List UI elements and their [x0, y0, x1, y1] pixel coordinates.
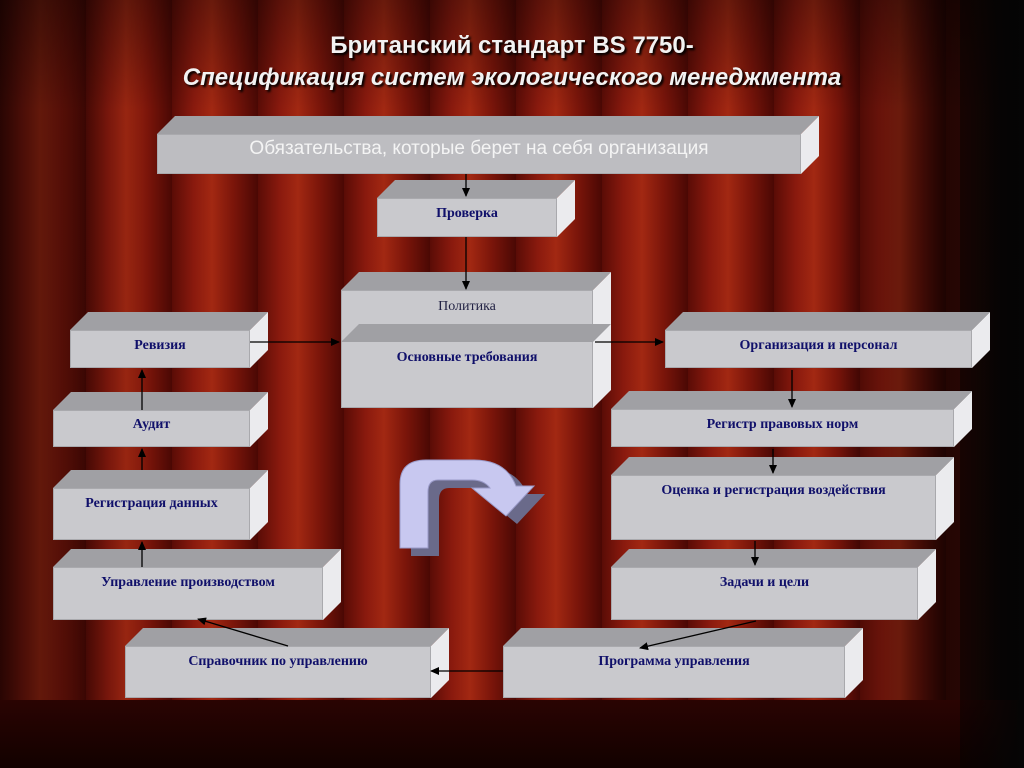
- box-check-label: Проверка: [436, 206, 498, 221]
- box-basic-requirements-label: Основные требования: [396, 350, 538, 365]
- box-goals-objectives-label: Задачи и цели: [719, 575, 810, 590]
- box-data-registration-label: Регистрация данных: [85, 496, 218, 511]
- box-revision-label: Ревизия: [134, 338, 186, 353]
- box-management-program-label: Программа управления: [598, 654, 750, 669]
- box-commitments-label: Обязательства, которые берет на себя орг…: [249, 138, 709, 159]
- box-organization-personnel-label: Организация и персонал: [739, 338, 898, 353]
- box-audit-label: Аудит: [132, 417, 171, 432]
- u-turn-arrow-icon: [399, 459, 545, 556]
- slide-subtitle: Спецификация систем экологического менед…: [182, 64, 842, 91]
- arrow-goals-to-program: [639, 620, 757, 651]
- box-legal-register-label: Регистр правовых норм: [706, 417, 859, 432]
- box-policy-label: Политика: [438, 299, 496, 314]
- box-impact-assessment-label: Оценка и регистрация воздействия: [661, 483, 886, 498]
- arrow-handbook-to-production: [197, 617, 289, 647]
- box-management-handbook-label: Справочник по управлению: [188, 654, 368, 669]
- right-shadow: [960, 0, 1024, 768]
- top-shade: [0, 0, 1024, 110]
- box-production-management-label: Управление производством: [101, 575, 275, 590]
- stage-floor: [0, 700, 1024, 768]
- slide-title: Британский стандарт BS 7750-: [330, 32, 694, 59]
